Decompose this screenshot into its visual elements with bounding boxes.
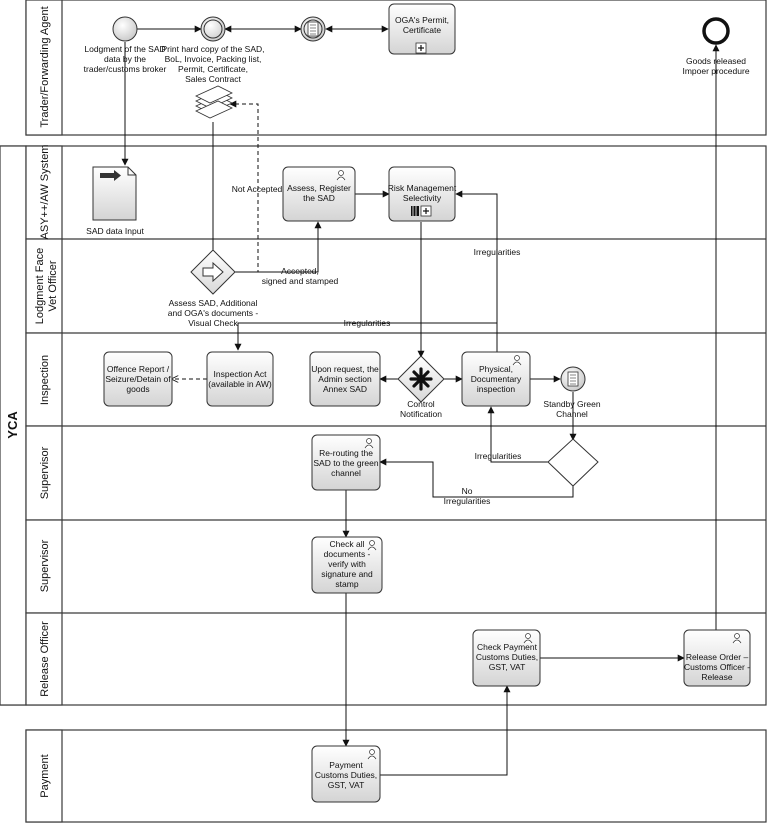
message-event-icon xyxy=(300,16,326,42)
inspection-act-task xyxy=(206,351,274,407)
lane-label-payment: Payment xyxy=(39,754,51,797)
lane-label-supervisor-1: Supervisor xyxy=(39,446,51,499)
label-not-accepted: Not Accepted xyxy=(232,184,283,194)
control-notification-gateway xyxy=(397,355,445,403)
label-print-copy: Print hard copy of the SAD,BoL, Invoice,… xyxy=(162,44,265,84)
start-event xyxy=(112,16,138,42)
intermediate-event xyxy=(200,16,226,42)
oga-permit-task xyxy=(388,3,456,55)
label-irregularities-supervisor: Irregularities xyxy=(475,451,522,461)
label-inspection-act: Inspection Act(available in AW) xyxy=(208,369,272,389)
label-accepted: Accepted,signed and stamped xyxy=(262,266,339,286)
offence-report-task xyxy=(103,351,173,407)
lane-label-trader: Trader/Forwarding Agent xyxy=(39,6,51,127)
yca-pool: YCA ASY++/AW System Lodgment FaceVet Off… xyxy=(0,145,767,706)
user-icon xyxy=(338,170,344,176)
rerouting-task xyxy=(311,434,381,491)
end-event xyxy=(702,17,730,45)
risk-management-task xyxy=(388,166,456,222)
supervisor-gateway xyxy=(547,438,599,487)
sequence-flows xyxy=(121,25,720,776)
standby-green-channel-event xyxy=(560,366,586,392)
payment-task xyxy=(311,745,381,803)
lane-label-asy: ASY++/AW System xyxy=(39,145,51,240)
release-order-task xyxy=(683,629,751,687)
asterisk-icon xyxy=(409,367,433,391)
label-release-order: Release Order –Customs Officer -Release xyxy=(684,652,750,682)
arrow-right-icon xyxy=(202,261,224,283)
assess-gateway xyxy=(190,249,236,295)
upon-request-task xyxy=(309,351,381,407)
check-all-task xyxy=(311,536,383,594)
lane-label-supervisor-2: Supervisor xyxy=(39,539,51,592)
sad-data-input-document xyxy=(92,166,137,221)
label-irregularities-top: Irregularities xyxy=(344,318,391,328)
lane-label-lodgment: Lodgment FaceVet Officer xyxy=(34,248,59,324)
check-payment-task xyxy=(472,629,541,687)
pool-label-yca: YCA xyxy=(5,411,20,439)
lane-label-inspection: Inspection xyxy=(39,355,51,405)
payment-pool: Payment xyxy=(25,729,767,823)
label-sad-data-input: SAD data Input xyxy=(86,226,144,236)
physical-inspection-task xyxy=(461,351,531,407)
assess-register-task xyxy=(282,166,356,222)
documents-stack-icon xyxy=(195,85,233,119)
label-irregularities-mid: Irregularities xyxy=(474,247,521,257)
label-oga-permit: OGA's Permit,Certificate xyxy=(395,15,449,35)
lane-label-release: Release Officer xyxy=(39,621,51,697)
parallel-marker-icon xyxy=(411,206,419,216)
